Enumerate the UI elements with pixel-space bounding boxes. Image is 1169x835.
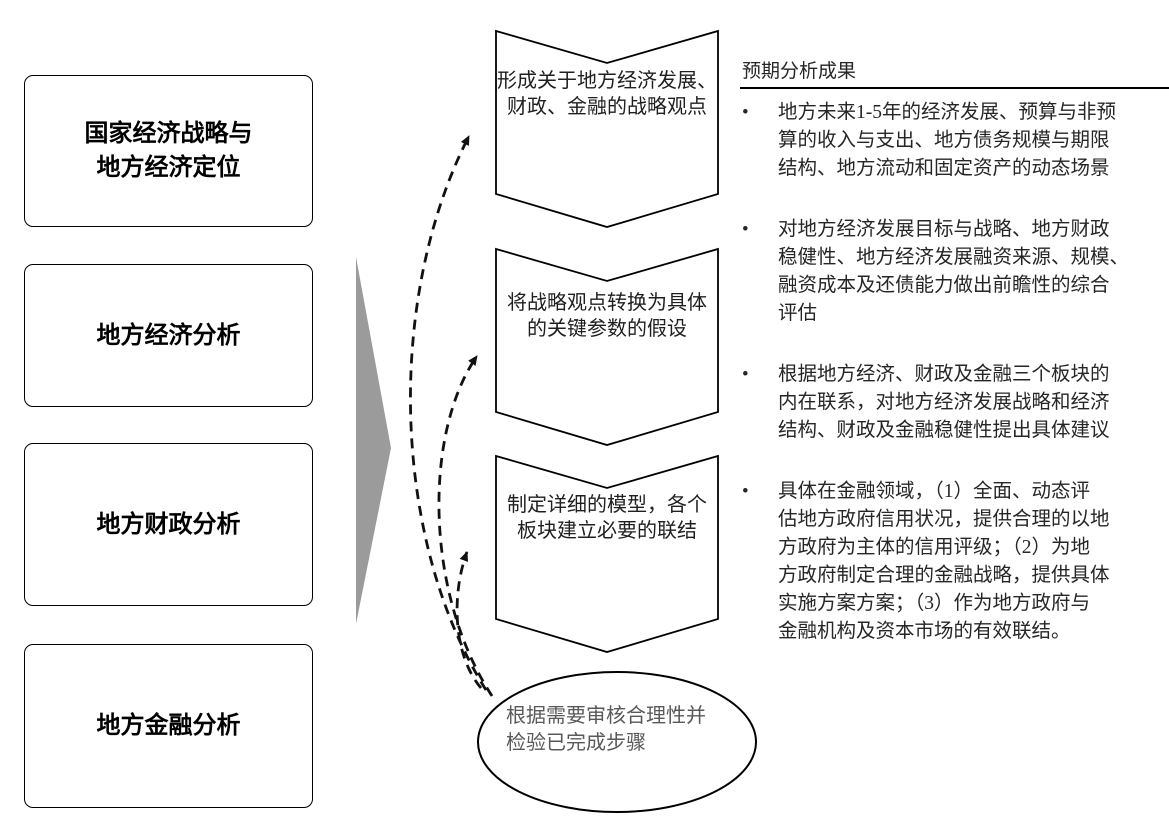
step-banner-3 — [495, 454, 719, 653]
result-bullet-2: • 对地方经济发展目标与战略、地方财政 稳健性、地方经济发展融资来源、规模、 融… — [742, 216, 1168, 328]
results-panel-title: 预期分析成果 — [742, 61, 857, 82]
box-national-strategy: 国家经济战略与 地方经济定位 — [24, 75, 313, 227]
bullet-dot-icon: • — [742, 102, 749, 123]
box-local-financial-analysis: 地方金融分析 — [24, 644, 313, 808]
review-ellipse — [477, 671, 757, 813]
step-2-label: 将战略观点转换为具体 的关键参数的假设 — [507, 292, 707, 340]
results-bullet-list: • 地方未来1-5年的经济发展、预算与非预 算的收入与支出、地方债务规模与期限 … — [742, 99, 1168, 679]
box-local-fiscal-analysis-label: 地方财政分析 — [96, 511, 241, 538]
bullet-dot-icon: • — [742, 219, 749, 240]
step-1-label: 形成关于地方经济发展、 财政、金融的战略观点 — [497, 70, 717, 118]
result-bullet-1: • 地方未来1-5年的经济发展、预算与非预 算的收入与支出、地方债务规模与期限 … — [742, 99, 1168, 183]
step-3-label: 制定详细的模型，各个 板块建立必要的联结 — [507, 494, 707, 542]
result-bullet-3-text: 根据地方经济、财政及金融三个板块的 内在联系，对地方经济发展战略和经济 结构、财… — [778, 364, 1110, 441]
review-ellipse-label: 根据需要审核合理性并 检验已完成步骤 — [506, 705, 706, 754]
result-bullet-4-text: 具体在金融领域，（1）全面、动态评 估地方政府信用状况，提供合理的以地 方政府为… — [778, 481, 1110, 642]
result-bullet-3: • 根据地方经济、财政及金融三个板块的 内在联系，对地方经济发展战略和经济 结构… — [742, 361, 1168, 445]
box-local-economy-analysis: 地方经济分析 — [24, 264, 313, 407]
results-title-underline — [740, 87, 1169, 89]
step-banner-1 — [495, 29, 719, 228]
box-local-economy-analysis-label: 地方经济分析 — [96, 322, 241, 349]
bullet-dot-icon: • — [742, 364, 749, 385]
box-local-financial-analysis-label: 地方金融分析 — [96, 713, 241, 739]
bullet-dot-icon: • — [742, 481, 749, 502]
box-national-strategy-label: 国家经济战略与 地方经济定位 — [84, 121, 253, 181]
flow-arrow-icon — [356, 257, 391, 624]
box-local-fiscal-analysis: 地方财政分析 — [24, 443, 313, 606]
result-bullet-4: • 具体在金融领域，（1）全面、动态评 估地方政府信用状况，提供合理的以地 方政… — [742, 478, 1168, 646]
feedback-arrow-to-step-3 — [455, 551, 483, 689]
feedback-arrow-to-step-1 — [409, 135, 488, 691]
step-banner-2 — [495, 247, 719, 446]
feedback-arrow-to-step-2 — [437, 355, 494, 697]
result-bullet-1-text: 地方未来1-5年的经济发展、预算与非预 算的收入与支出、地方债务规模与期限 结构… — [778, 102, 1116, 179]
result-bullet-2-text: 对地方经济发展目标与战略、地方财政 稳健性、地方经济发展融资来源、规模、 融资成… — [778, 219, 1130, 324]
